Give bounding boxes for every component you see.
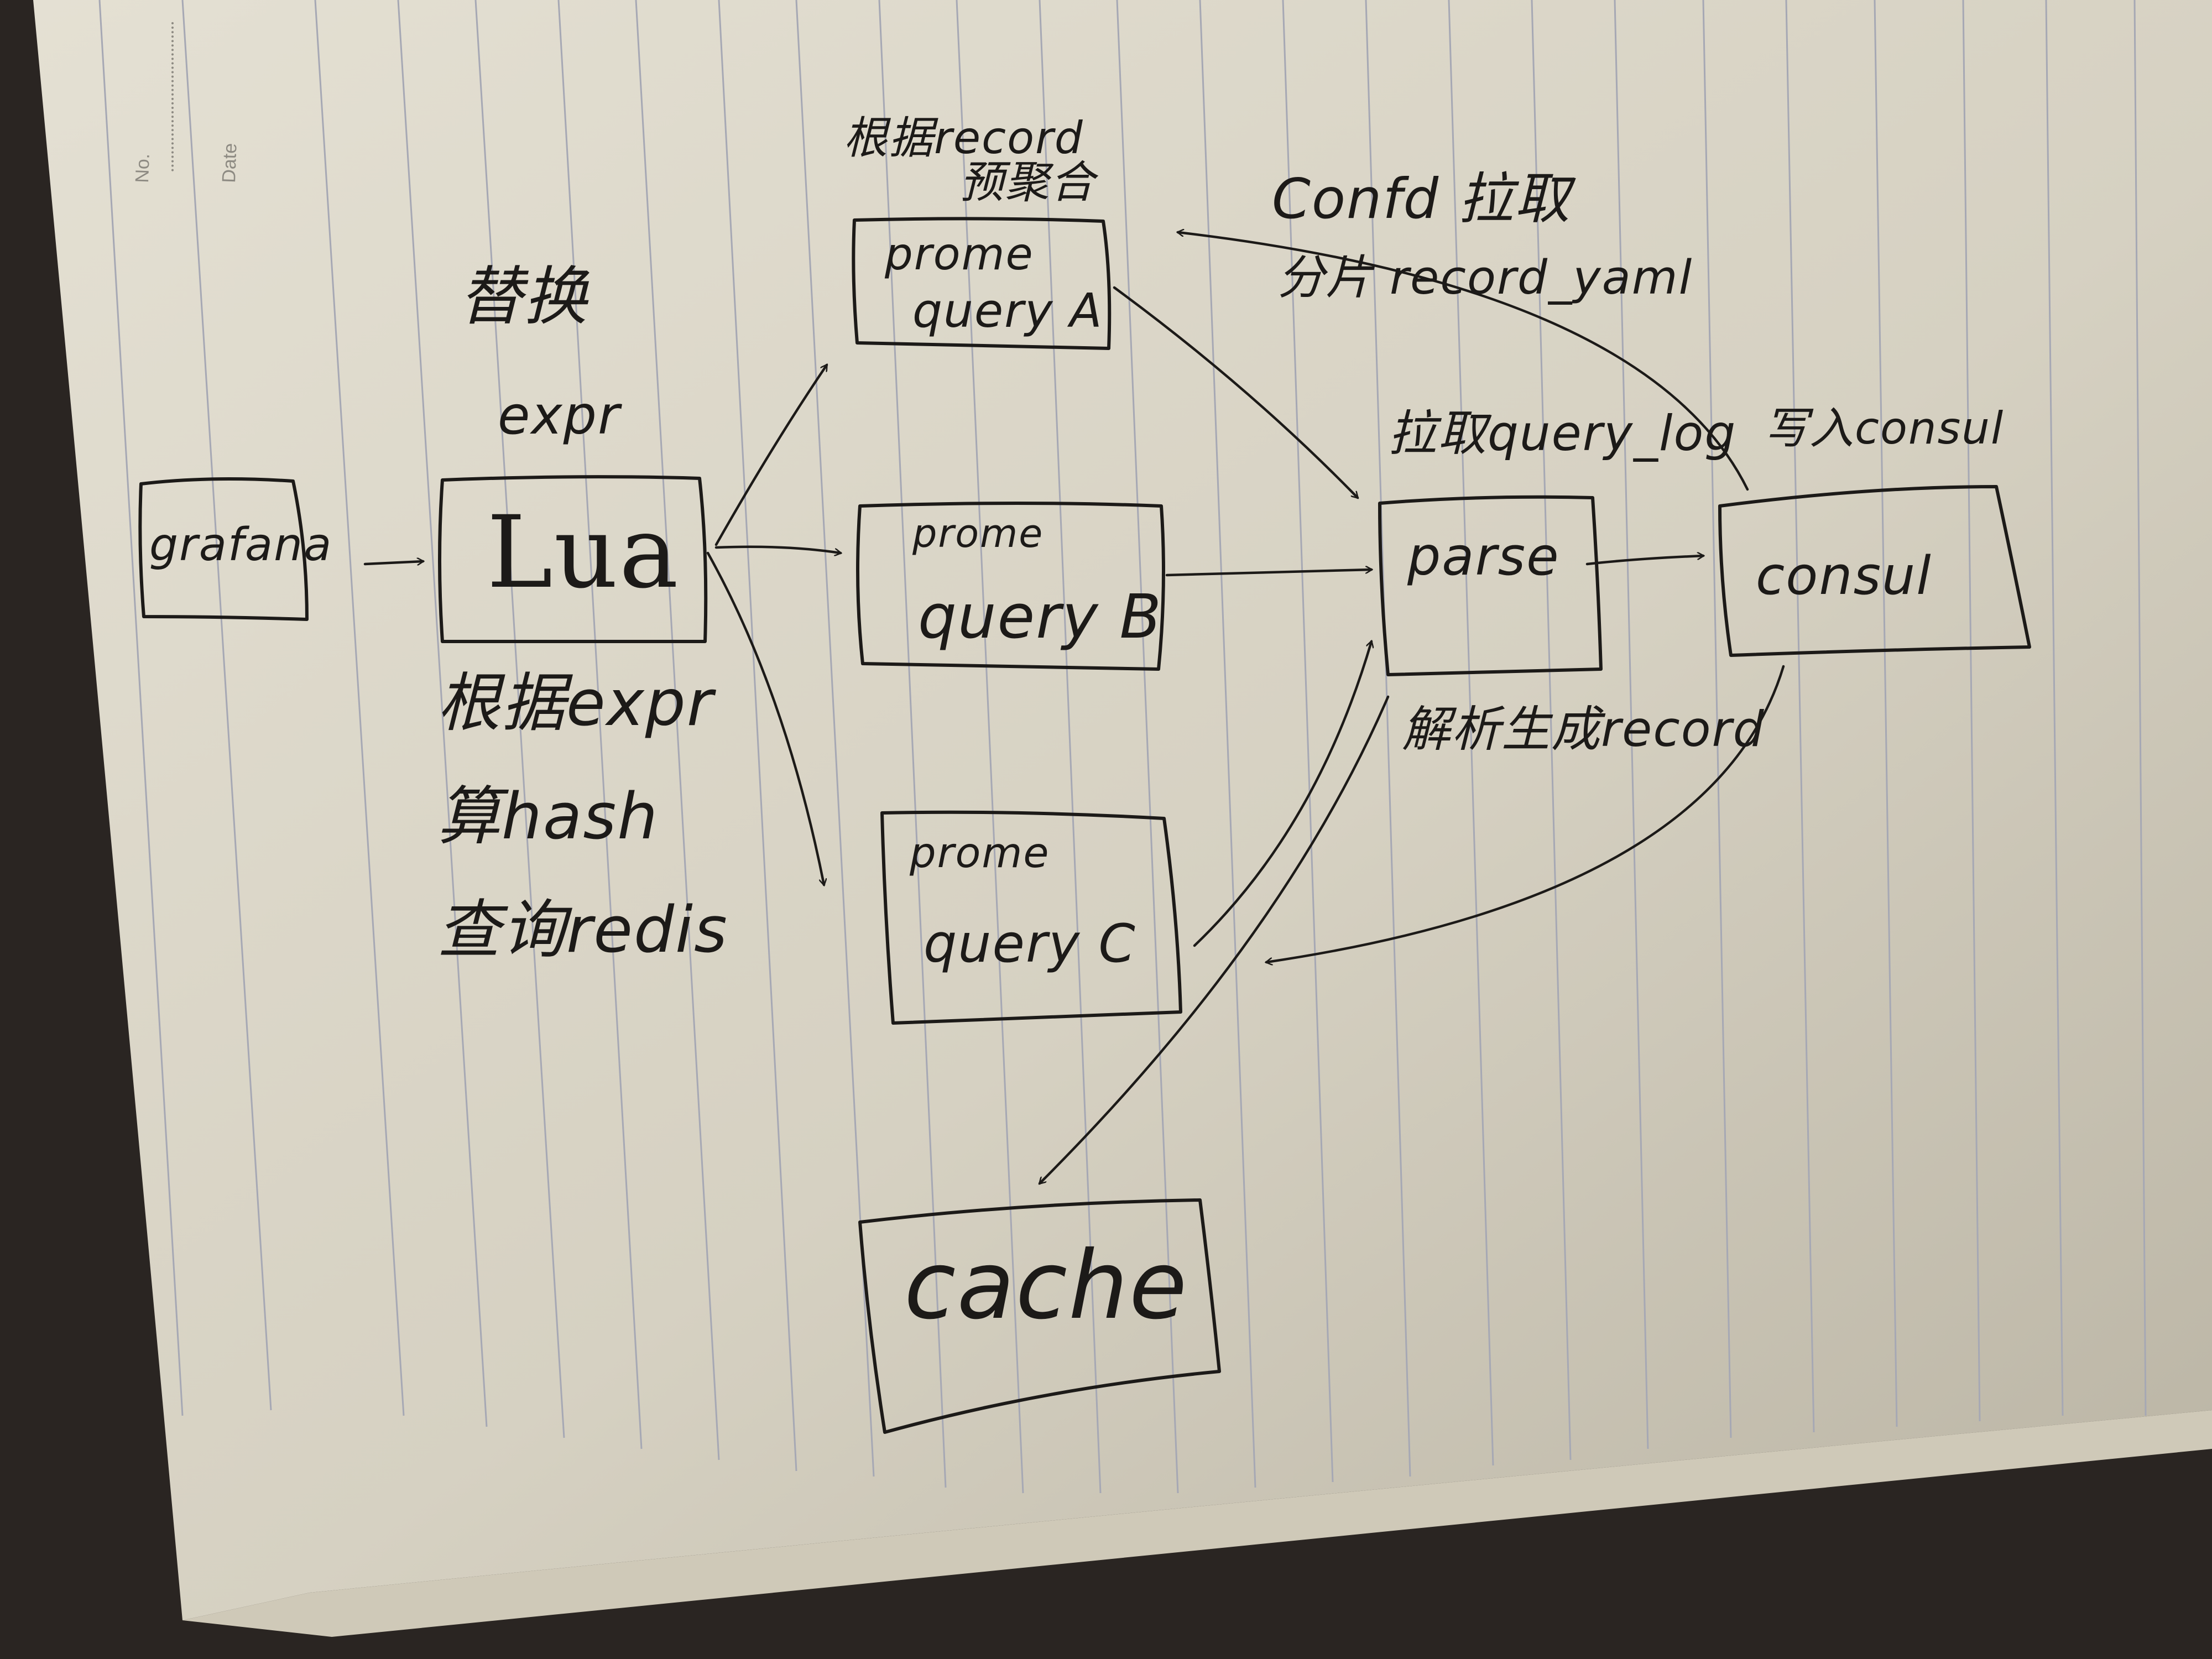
prome-b-box [856, 502, 1165, 671]
prome-c-label-line1: prome [910, 828, 1050, 877]
arrow-lua-prome-b [714, 545, 841, 553]
page-edge [182, 1410, 2212, 1637]
grafana-label: grafana [149, 519, 333, 571]
paper-sheet [33, 0, 2212, 1620]
notebook-no-label: No. [132, 153, 154, 184]
prome-a-box [852, 217, 1112, 350]
lua-note-line2: 算hash [437, 780, 659, 854]
arrow-confd-prome-a [1178, 232, 1749, 491]
cache-label: cache [904, 1231, 1188, 1340]
by-record-line2: 预聚合 [959, 156, 1095, 208]
pull-query-log: 拉取query_log [1388, 405, 1737, 462]
parse-generate-record: 解析生成record [1402, 701, 1765, 758]
prome-c-box [880, 810, 1182, 1025]
prome-c-label-line2: query C [924, 914, 1136, 974]
lua-note-line1: 根据expr [437, 666, 714, 740]
consul-label: consul [1756, 546, 1932, 607]
notebook-dotted-line [171, 22, 174, 171]
arrow-parse-cache [1040, 695, 1390, 1183]
arrow-prome-c-parse [1193, 641, 1371, 947]
consul-box [1718, 485, 2031, 657]
prome-b-label-line2: query B [918, 581, 1162, 652]
arrow-grafana-lua [363, 561, 423, 564]
parse-label: parse [1407, 526, 1560, 587]
prome-a-label-line2: query A [912, 284, 1103, 338]
by-record-line1: 根据record [843, 112, 1084, 164]
replace-expr-line1: 替换 [459, 260, 588, 334]
arrows [363, 232, 1785, 1183]
replace-expr-line2: expr [498, 385, 621, 446]
arrow-parse-consul [1585, 556, 1703, 566]
prome-b-label-line1: prome [912, 511, 1044, 556]
ruling-lines [98, 0, 2147, 1494]
cache-box [858, 1198, 1221, 1434]
parse-box [1378, 495, 1603, 676]
confd-line1: Confd 拉取 [1272, 166, 1571, 231]
notebook-date-label: Date [218, 143, 241, 184]
arrow-consul-prome-c [1266, 665, 1785, 962]
arrow-lua-prome-c [706, 551, 824, 885]
confd-line2: 分片 record_yaml [1277, 251, 1693, 305]
arrow-prome-b-parse [1165, 570, 1371, 577]
diagram-ink [138, 217, 2031, 1434]
lua-note-line3: 查询redis [437, 893, 728, 967]
lua-box [438, 475, 708, 644]
prome-a-label-line1: prome [885, 228, 1034, 280]
arrow-prome-a-parse [1113, 286, 1358, 498]
write-consul: 写入consul [1764, 403, 2005, 454]
lua-label: Lua [487, 495, 680, 611]
arrow-lua-prome-a [714, 365, 828, 546]
grafana-box [138, 477, 309, 621]
